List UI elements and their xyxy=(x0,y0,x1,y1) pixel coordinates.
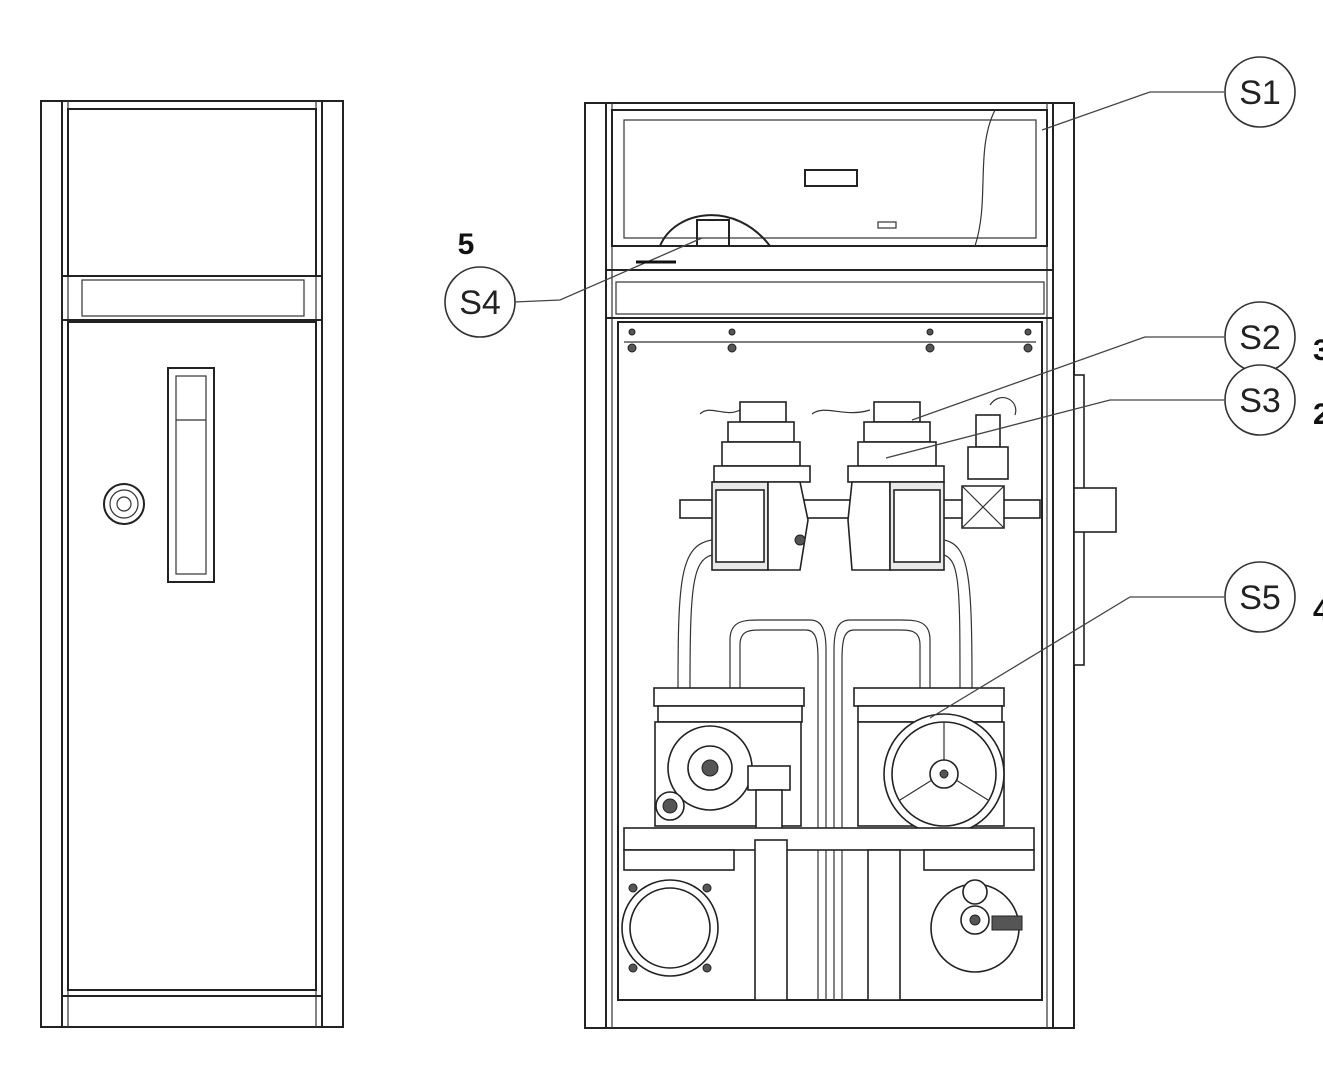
door-handle xyxy=(167,367,215,583)
connecting-pipes xyxy=(677,539,973,1000)
top-rail xyxy=(81,279,305,317)
ref-number-3: 3 xyxy=(1313,334,1323,367)
flow-meter-right xyxy=(853,687,1005,835)
cabinet-front-closed xyxy=(40,100,344,1028)
callout-s3-label: S3 xyxy=(1239,382,1281,420)
callout-leaders xyxy=(513,91,1224,719)
cabinet-door xyxy=(67,321,317,991)
callout-s1: S1 xyxy=(1224,56,1296,128)
door-lock xyxy=(103,483,145,525)
display-window xyxy=(804,169,858,187)
callout-s5: S5 xyxy=(1224,561,1296,633)
pump-motor-left xyxy=(621,839,788,1001)
head-rail xyxy=(615,281,1045,315)
callout-s4: S4 xyxy=(444,266,516,338)
top-panel xyxy=(67,108,317,277)
electronics-head xyxy=(611,109,1048,247)
pump-motor-right xyxy=(867,849,1035,1001)
mounting-bolts xyxy=(627,328,1033,353)
cabinet-outline xyxy=(40,100,344,1028)
callout-s2: S2 xyxy=(1224,301,1296,373)
callout-s1-label: S1 xyxy=(1239,74,1281,112)
solenoid-valve-left xyxy=(699,401,811,571)
hose-outlet xyxy=(1073,487,1117,533)
callout-s3: S3 xyxy=(1224,364,1296,436)
hydraulic-bay xyxy=(617,321,1043,1001)
callout-s4-label: S4 xyxy=(459,284,501,322)
ref-number-2: 2 xyxy=(1313,398,1323,431)
callout-s5-label: S5 xyxy=(1239,579,1281,617)
cabinet-front-open xyxy=(584,102,1117,1029)
ref-number-4: 4 xyxy=(1313,594,1323,627)
ref-number-5: 5 xyxy=(458,228,475,261)
solenoid-valve-right xyxy=(811,401,945,571)
callout-s2-label: S2 xyxy=(1239,319,1281,357)
pump-base-rail xyxy=(623,827,1035,851)
flow-meter-left xyxy=(653,687,805,841)
